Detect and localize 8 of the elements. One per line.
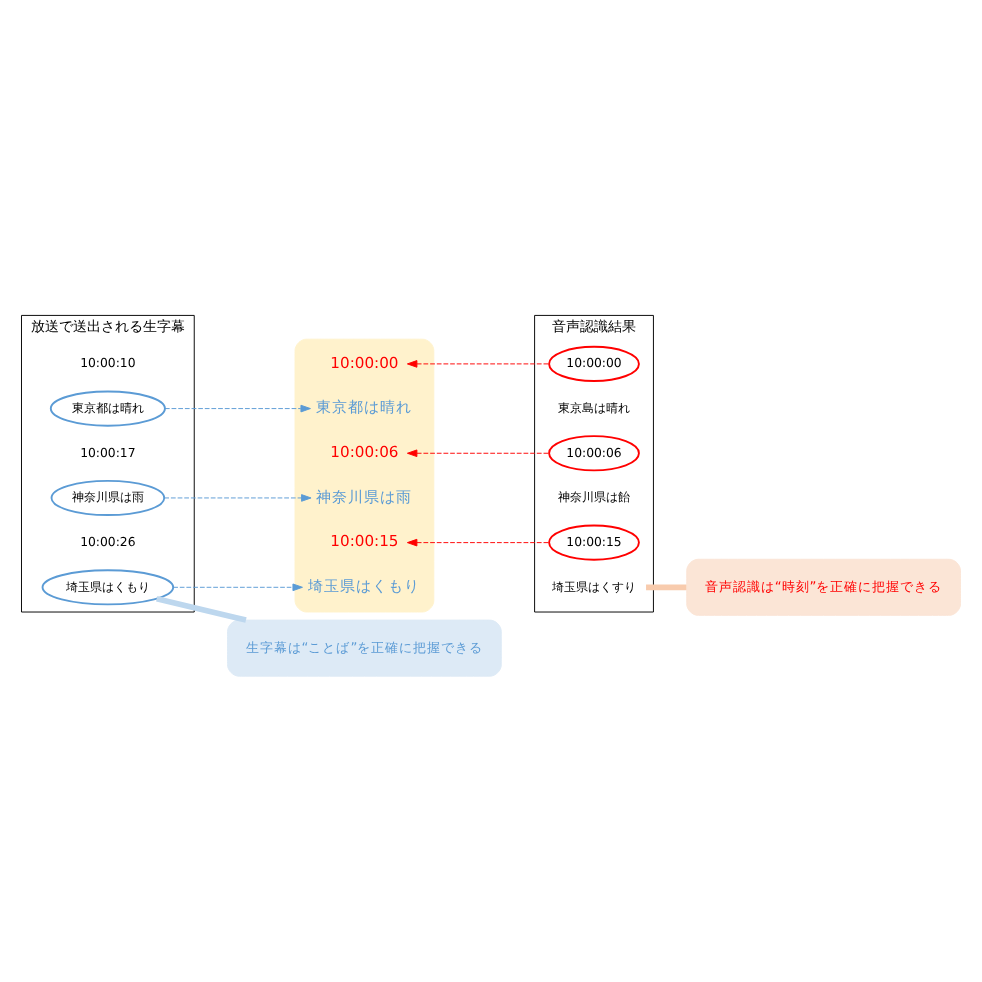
connector xyxy=(156,594,247,622)
arrow xyxy=(164,403,311,412)
arrow xyxy=(163,493,312,501)
arrow xyxy=(406,537,550,546)
arrow xyxy=(406,359,550,367)
arrow xyxy=(406,448,550,457)
connector xyxy=(646,583,687,590)
arrow xyxy=(172,582,303,591)
